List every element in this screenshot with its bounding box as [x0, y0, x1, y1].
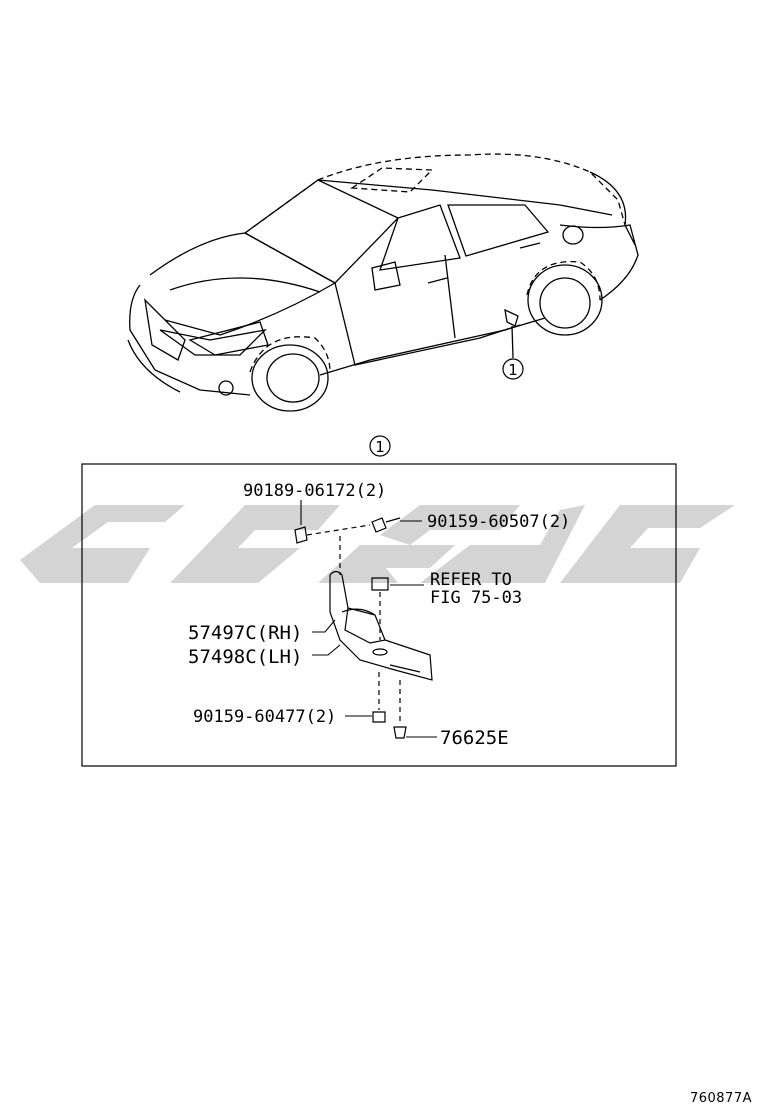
label-screw-bottom: 90159-60477(2): [193, 707, 336, 727]
car-callout-circle: [502, 358, 524, 380]
parts-illustration: [294, 517, 433, 739]
label-clip-top: 90189-06172(2): [243, 481, 386, 501]
watermark-logo: [20, 505, 735, 583]
label-mudguard-rh: 57497C(RH): [188, 622, 302, 644]
figure-id: 760877A: [689, 1091, 752, 1106]
detail-frame: [81, 463, 677, 767]
detail-callout-number: 1: [375, 438, 385, 456]
label-clip-bottom: 76625E: [440, 727, 509, 749]
car-callout-number: 1: [508, 361, 518, 379]
car-illustration: [127, 153, 639, 412]
label-screw-top: 90159-60507(2): [427, 512, 570, 532]
detail-callout-circle: [369, 435, 391, 457]
leader-lines: [300, 500, 437, 738]
label-mudguard-lh: 57498C(LH): [188, 646, 302, 668]
label-refer-line2: FIG 75-03: [430, 588, 522, 608]
label-refer-line1: REFER TO: [430, 570, 512, 590]
